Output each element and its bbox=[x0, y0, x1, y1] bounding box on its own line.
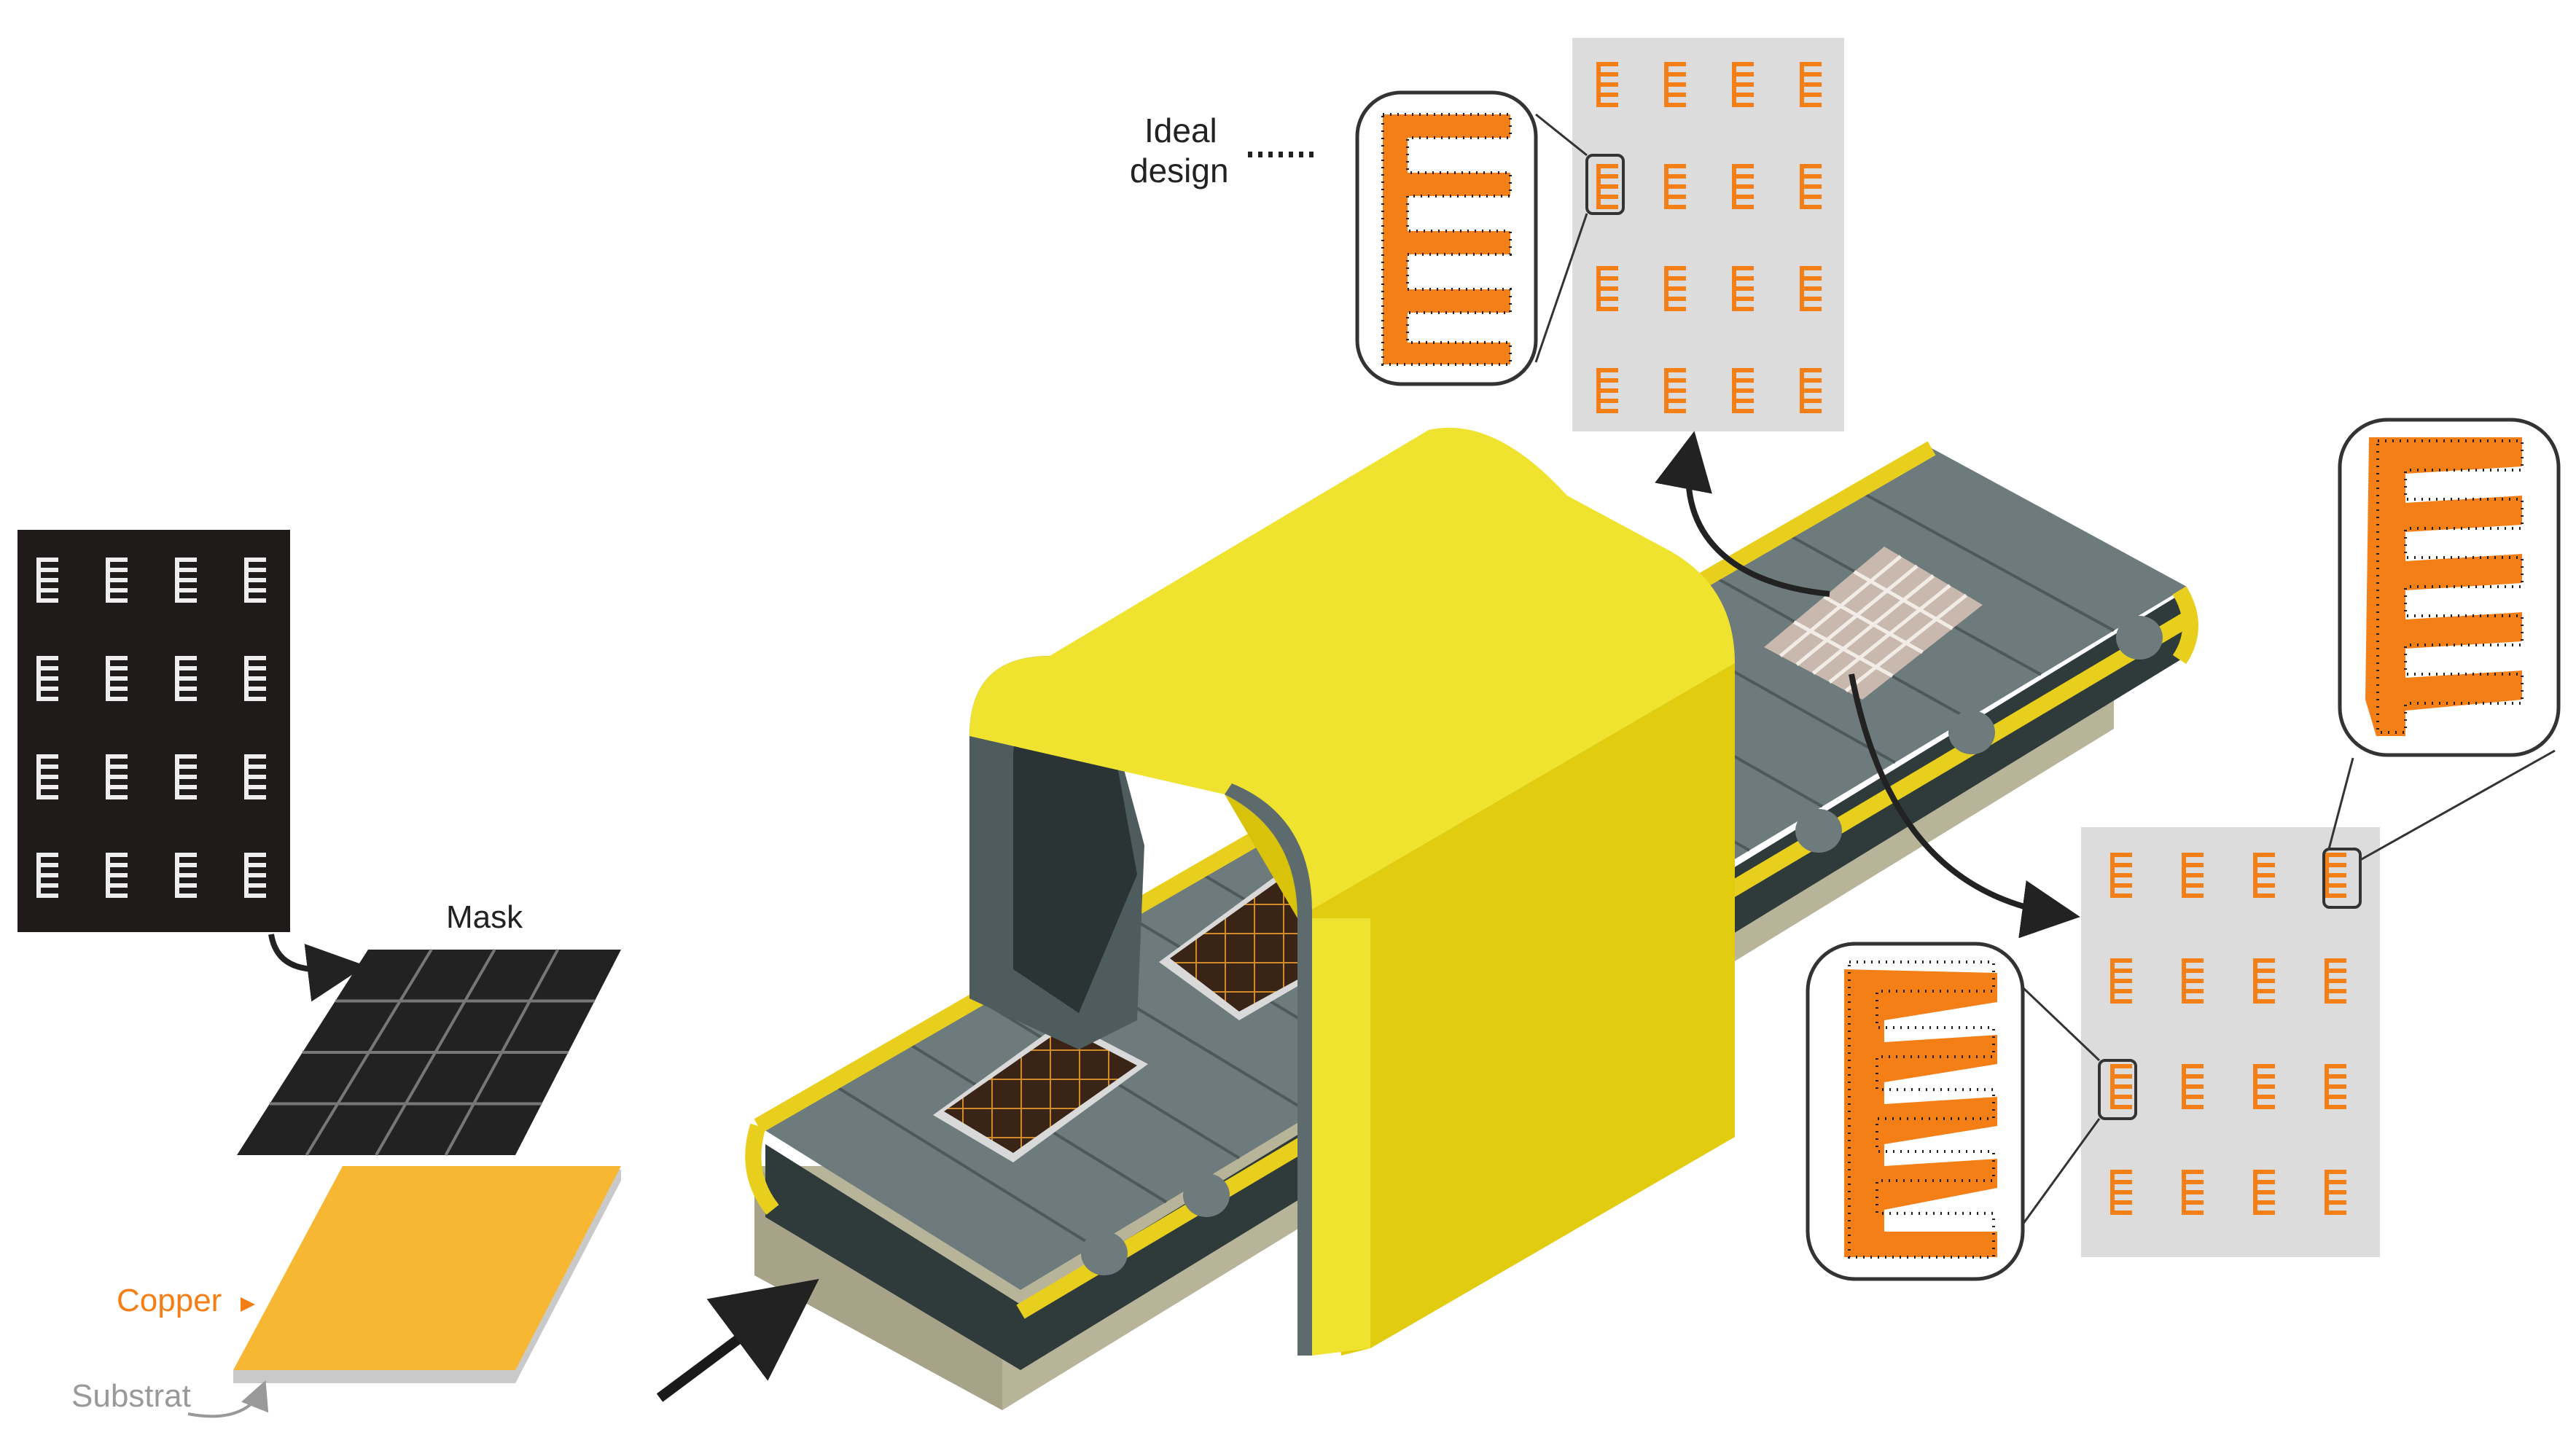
arrow-icon bbox=[268, 934, 366, 1002]
chip-input bbox=[933, 1020, 1148, 1162]
copper-pointer-icon bbox=[241, 1297, 255, 1312]
mask-panel bbox=[17, 530, 290, 932]
copper-sheet bbox=[233, 1166, 621, 1383]
output-zoom-callout-top bbox=[2327, 418, 2561, 861]
output-panel bbox=[2081, 827, 2380, 1257]
comb-pattern-icon bbox=[2365, 437, 2524, 736]
arrow-icon bbox=[1655, 431, 1830, 597]
roller bbox=[1795, 809, 1842, 853]
substrat-label: Substrat bbox=[71, 1378, 191, 1414]
roller bbox=[2116, 616, 2163, 660]
roller bbox=[1081, 1232, 1128, 1275]
comb-pattern-icon bbox=[1844, 961, 1997, 1259]
roller bbox=[1183, 1173, 1230, 1217]
copper-label: Copper bbox=[117, 1283, 222, 1318]
chip-output bbox=[1764, 547, 1983, 700]
mask-label: Mask bbox=[446, 899, 523, 935]
mask-sheet bbox=[237, 948, 621, 1157]
roller bbox=[1948, 711, 1995, 754]
chip-in-tunnel bbox=[1159, 860, 1327, 1020]
tunnel bbox=[969, 427, 1735, 1356]
substrat-arrow-icon bbox=[187, 1380, 269, 1418]
output-zoom-callout-bottom bbox=[1806, 942, 2101, 1281]
arrow-icon bbox=[1849, 673, 2080, 939]
ideal-label-line1: Ideal bbox=[1144, 112, 1217, 149]
comb-pattern-icon bbox=[1381, 113, 1512, 366]
arrow-icon bbox=[656, 1278, 819, 1402]
ideal-zoom-callout bbox=[1355, 90, 1588, 386]
ideal-design-panel bbox=[1572, 38, 1844, 431]
ideal-label-line2: design bbox=[1130, 152, 1229, 189]
